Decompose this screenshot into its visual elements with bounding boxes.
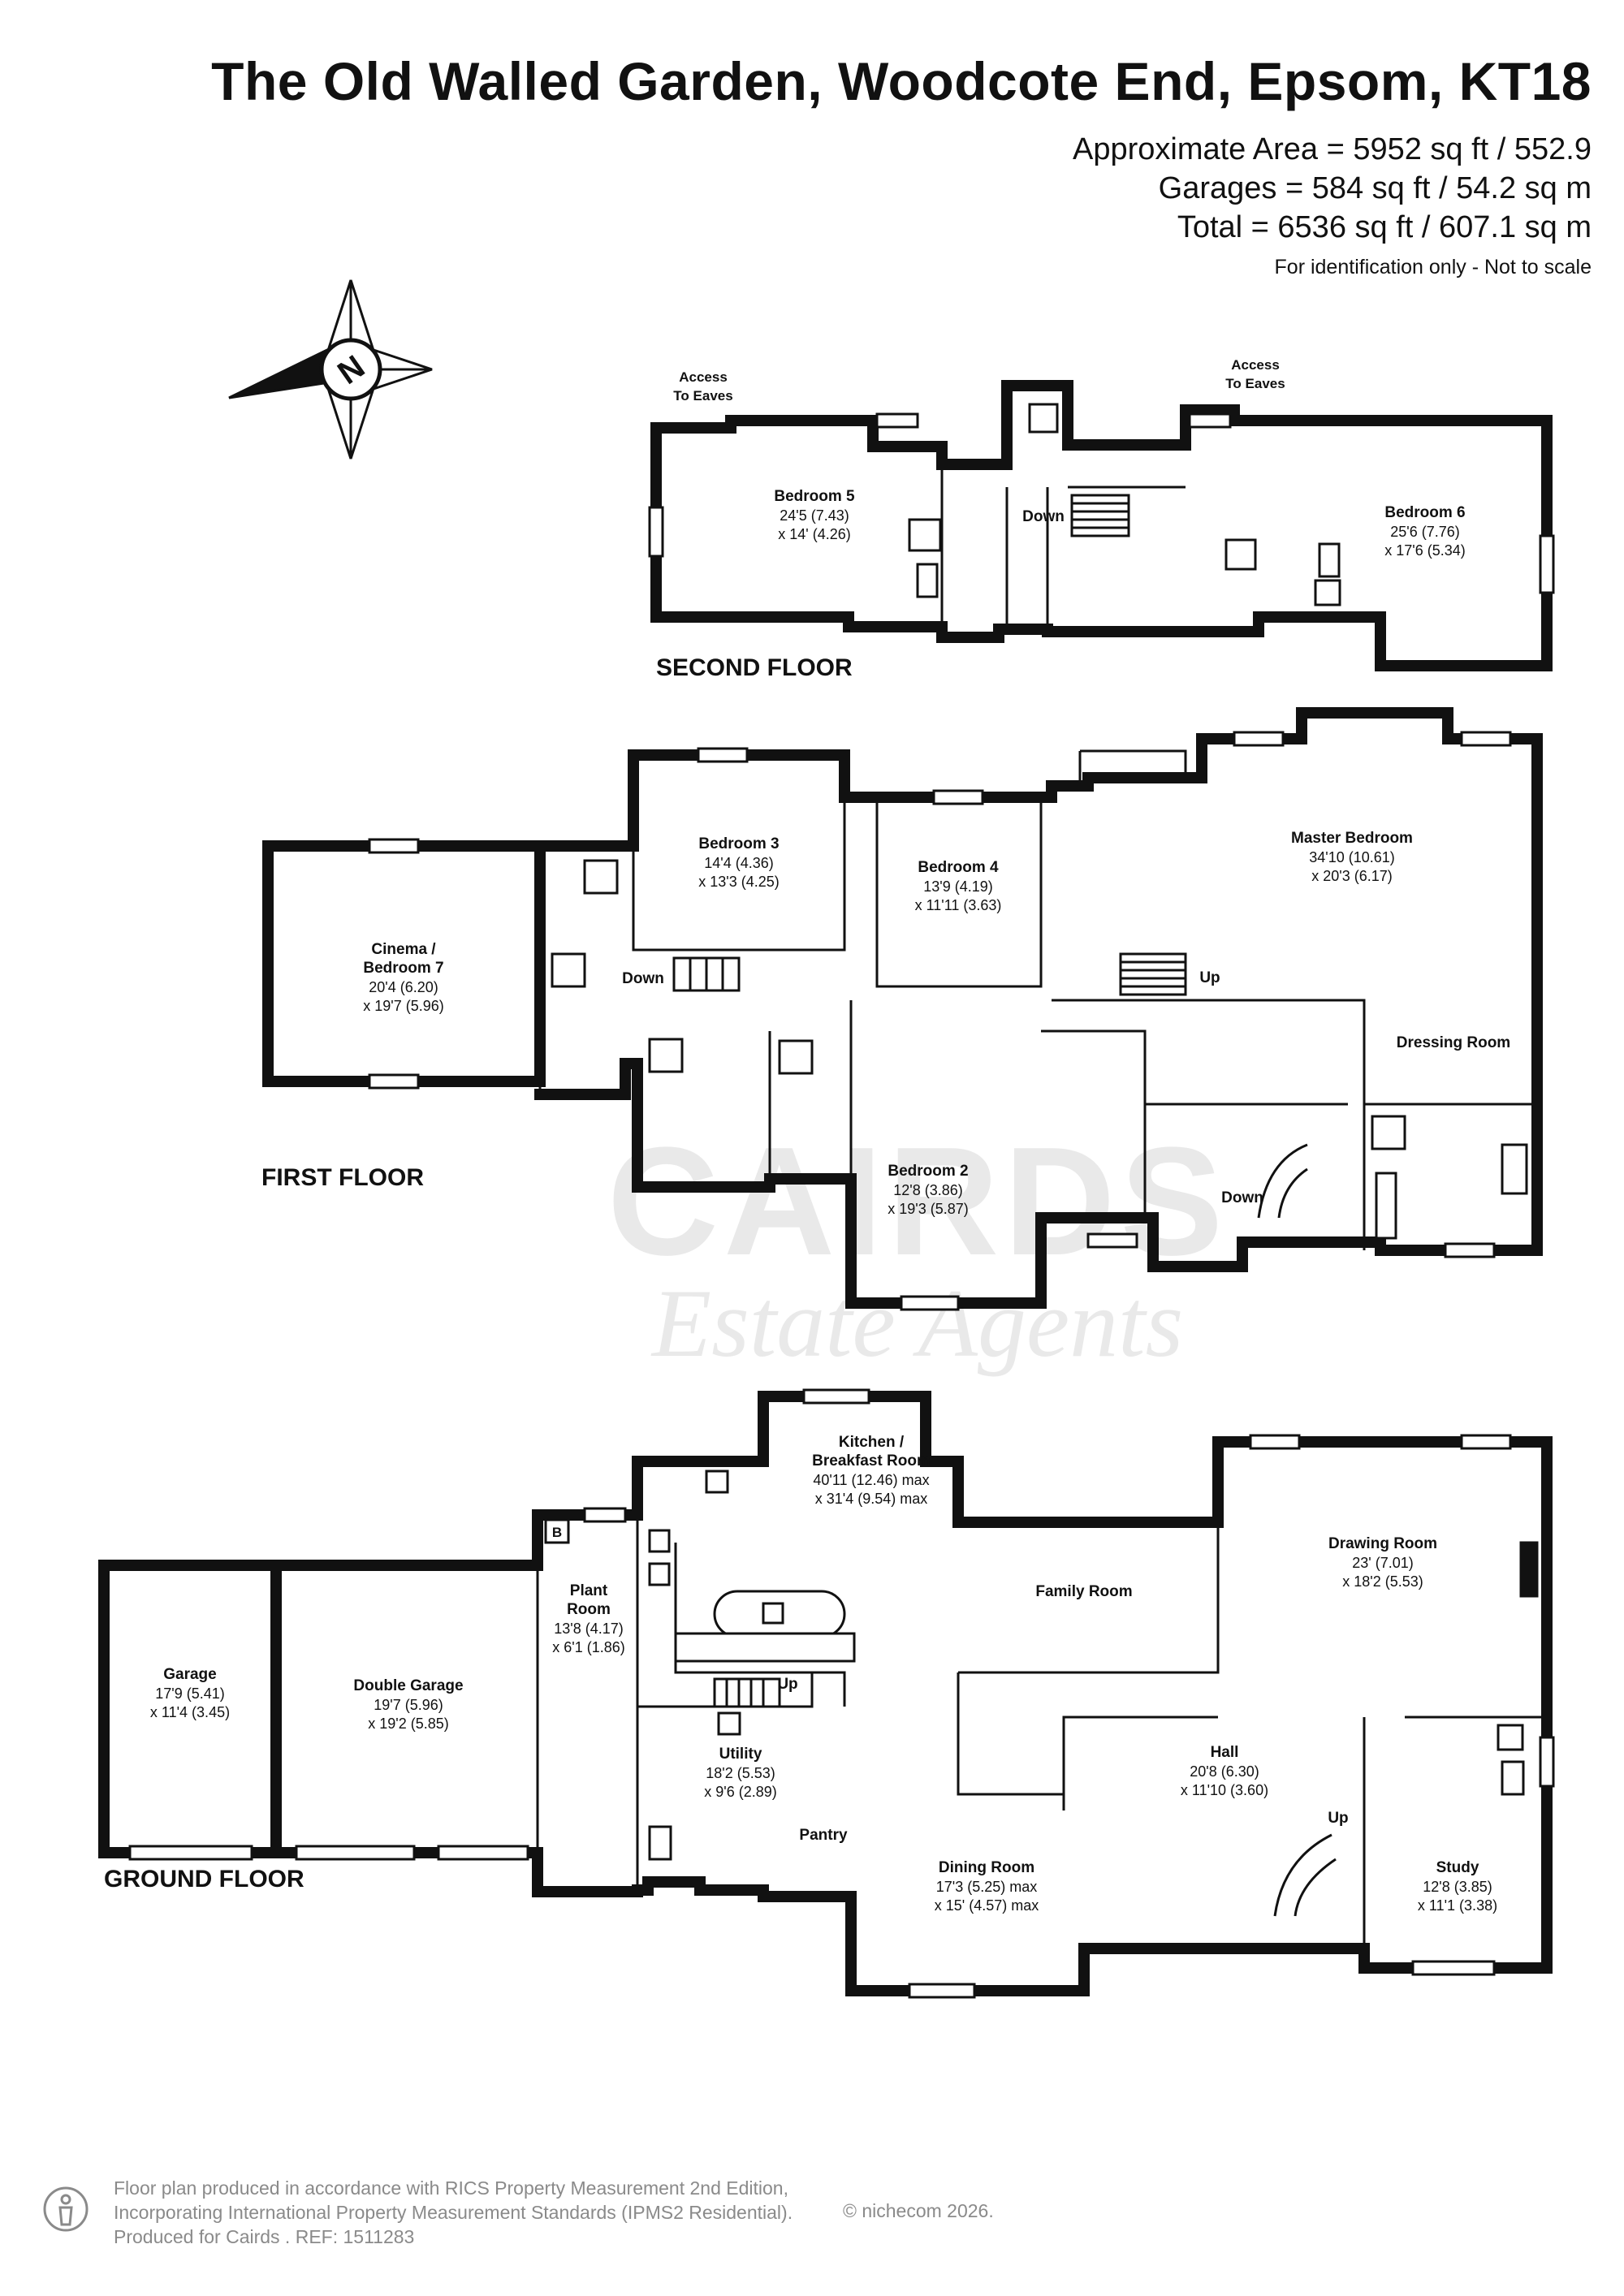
bedroom2-dim1: 12'8 (3.86) xyxy=(893,1182,963,1198)
kitchen-stairs-up: Up xyxy=(777,1676,797,1693)
bedroom3-name: Bedroom 3 xyxy=(698,835,779,852)
footer-line2: Incorporating International Property Mea… xyxy=(114,2202,793,2223)
cinema-name1: Cinema / xyxy=(371,941,436,958)
watermark-tagline: Estate Agents xyxy=(650,1269,1183,1377)
total-area: Total = 6536 sq ft / 607.1 sq m xyxy=(1177,210,1592,244)
drawing-room-dim2: x 18'2 (5.53) xyxy=(1342,1573,1423,1590)
bedroom4-dim1: 13'9 (4.19) xyxy=(923,878,993,895)
bedroom6-dim1: 25'6 (7.76) xyxy=(1390,524,1460,540)
area-summary: Approximate Area = 5952 sq ft / 552.9 Ga… xyxy=(1073,130,1592,287)
second-floor-stairs: Down xyxy=(1022,508,1065,525)
bedroom4-dim2: x 11'11 (3.63) xyxy=(915,897,1002,913)
compass-rose-icon: N xyxy=(228,279,433,460)
cinema-dim2: x 19'7 (5.96) xyxy=(363,998,444,1014)
study-dim2: x 11'1 (3.38) xyxy=(1418,1897,1497,1914)
kitchen-dim1: 40'11 (12.46) max xyxy=(813,1472,929,1488)
hall-dim1: 20'8 (6.30) xyxy=(1190,1763,1259,1780)
ground-floor-label: GROUND FLOOR xyxy=(104,1866,304,1892)
bedroom6-dim2: x 17'6 (5.34) xyxy=(1384,542,1466,559)
cinema-dim1: 20'4 (6.20) xyxy=(369,979,438,995)
drawing-room-dim1: 23' (7.01) xyxy=(1352,1555,1413,1571)
dining-room-dim1: 17'3 (5.25) max xyxy=(936,1879,1038,1895)
utility-name: Utility xyxy=(719,1746,762,1763)
dining-room-dim2: x 15' (4.57) max xyxy=(935,1897,1039,1914)
master-bedroom-name: Master Bedroom xyxy=(1291,830,1413,847)
eaves-right-line1: Access xyxy=(1231,357,1280,373)
garage-dim1: 17'9 (5.41) xyxy=(155,1685,225,1702)
master-bedroom-dim2: x 20'3 (6.17) xyxy=(1311,868,1393,884)
footer-line1: Floor plan produced in accordance with R… xyxy=(114,2177,788,2199)
master-bedroom-dim1: 34'10 (10.61) xyxy=(1309,849,1395,865)
bedroom2-dim2: x 19'3 (5.87) xyxy=(888,1201,969,1217)
ground-floor: Garage 17'9 (5.41) x 11'4 (3.45) Double … xyxy=(98,1388,1555,1999)
second-floor: Access To Eaves Access To Eaves Bedroom … xyxy=(648,357,1555,681)
kitchen-name2: Breakfast Room xyxy=(812,1452,931,1470)
pantry-name: Pantry xyxy=(799,1827,848,1844)
bedroom5-name: Bedroom 5 xyxy=(774,488,855,505)
hall-dim2: x 11'10 (3.60) xyxy=(1181,1782,1268,1798)
double-garage-dim2: x 19'2 (5.85) xyxy=(368,1716,449,1732)
study-name: Study xyxy=(1436,1859,1479,1876)
bedroom5-dim1: 24'5 (7.43) xyxy=(780,507,849,524)
approx-area: Approximate Area = 5952 sq ft / 552.9 xyxy=(1072,132,1592,166)
drawing-room-name: Drawing Room xyxy=(1328,1535,1437,1552)
footer-brand: © nichecom 2026. xyxy=(843,2200,994,2221)
garages-area: Garages = 584 sq ft / 54.2 sq m xyxy=(1158,171,1592,205)
scale-note: For identification only - Not to scale xyxy=(1274,256,1592,278)
page-title: The Old Walled Garden, Woodcote End, Eps… xyxy=(211,51,1592,111)
person-info-icon xyxy=(43,2186,89,2232)
first-floor-stairs-up: Up xyxy=(1199,969,1220,986)
bedroom2-name: Bedroom 2 xyxy=(888,1163,968,1180)
watermark-brand: CAIRDS xyxy=(607,1116,1228,1288)
plant-room-dim2: x 6'1 (1.86) xyxy=(552,1639,624,1655)
dining-room-name: Dining Room xyxy=(939,1859,1034,1876)
family-room-name: Family Room xyxy=(1035,1583,1132,1600)
garage-dim2: x 11'4 (3.45) xyxy=(150,1704,230,1720)
double-garage-dim1: 19'7 (5.96) xyxy=(374,1697,443,1713)
hall-stairs-up: Up xyxy=(1328,1810,1348,1827)
utility-dim1: 18'2 (5.53) xyxy=(706,1765,775,1781)
footer-notes: Floor plan produced in accordance with R… xyxy=(114,2176,793,2249)
garage-name: Garage xyxy=(163,1666,216,1683)
cinema-name2: Bedroom 7 xyxy=(363,960,443,977)
dressing-room-name: Dressing Room xyxy=(1397,1034,1510,1051)
plant-room-name1: Plant xyxy=(570,1582,608,1599)
first-floor-label: FIRST FLOOR xyxy=(261,1164,424,1191)
bedroom5-dim2: x 14' (4.26) xyxy=(778,526,850,542)
hall-name: Hall xyxy=(1211,1744,1239,1761)
second-floor-label: SECOND FLOOR xyxy=(656,654,853,681)
study-dim1: 12'8 (3.85) xyxy=(1423,1879,1492,1895)
bedroom3-dim1: 14'4 (4.36) xyxy=(704,855,774,871)
kitchen-dim2: x 31'4 (9.54) max xyxy=(815,1491,928,1507)
bedroom3-dim2: x 13'3 (4.25) xyxy=(698,874,780,890)
double-garage-name: Double Garage xyxy=(353,1677,463,1694)
first-floor-stairs-down-left: Down xyxy=(622,970,664,987)
utility-dim2: x 9'6 (2.89) xyxy=(704,1784,776,1800)
boiler-label: B xyxy=(552,1525,562,1540)
watermark: CAIRDS Estate Agents xyxy=(607,1116,1228,1377)
kitchen-name1: Kitchen / xyxy=(839,1434,905,1451)
plant-room-name2: Room xyxy=(567,1601,611,1618)
plant-room-dim1: 13'8 (4.17) xyxy=(554,1621,624,1637)
eaves-left-line2: To Eaves xyxy=(673,388,732,404)
eaves-left-line1: Access xyxy=(679,369,728,385)
eaves-right-line2: To Eaves xyxy=(1225,376,1285,391)
bedroom6-name: Bedroom 6 xyxy=(1384,504,1465,521)
footer-line3: Produced for Cairds . REF: 1511283 xyxy=(114,2226,415,2247)
first-floor-stairs-down-right: Down xyxy=(1221,1189,1263,1206)
bedroom4-name: Bedroom 4 xyxy=(918,859,999,876)
first-floor: Cinema / Bedroom 7 20'4 (6.20) x 19'7 (5… xyxy=(261,707,1543,1311)
